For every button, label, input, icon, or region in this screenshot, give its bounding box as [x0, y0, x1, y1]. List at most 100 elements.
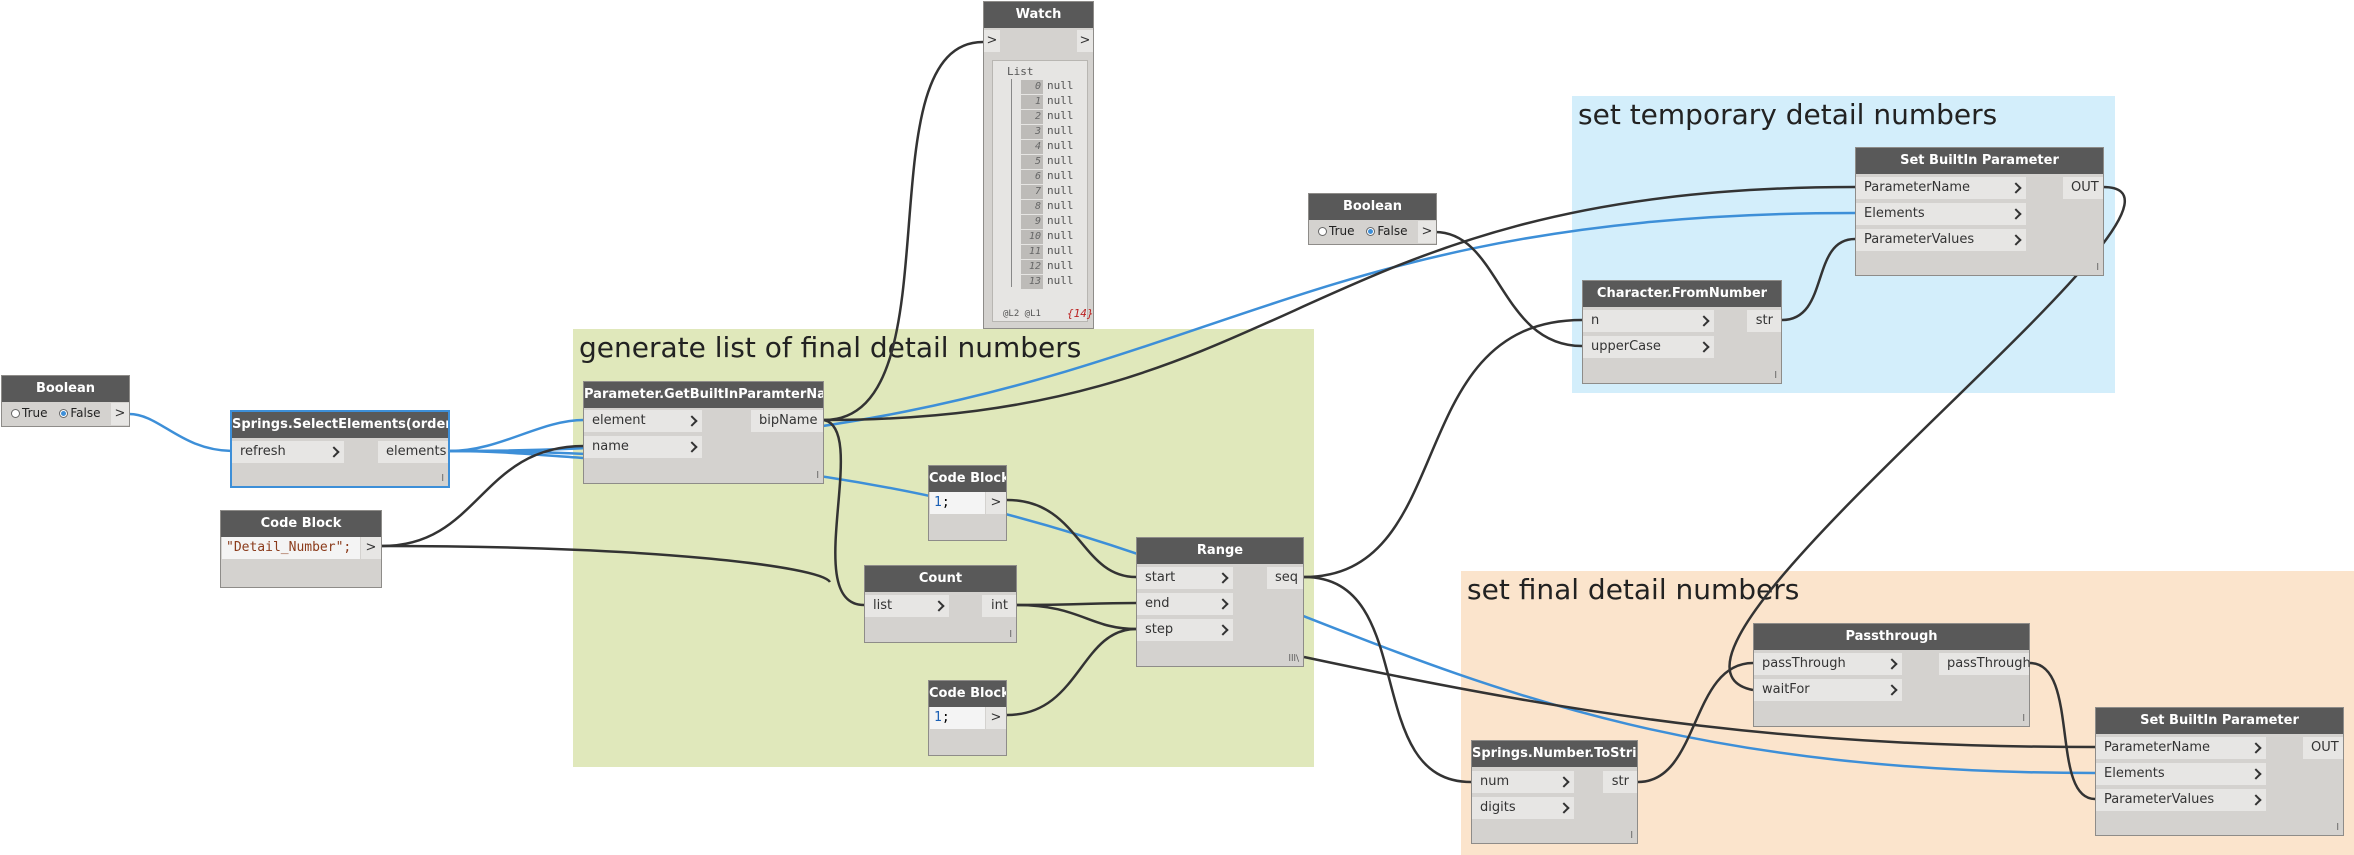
count-node[interactable]: Count list int l — [864, 565, 1017, 643]
out-output-port[interactable]: OUT — [2063, 177, 2103, 199]
watch-item-index: 12 — [1021, 260, 1043, 274]
select-elements-node[interactable]: Springs.SelectElements(ordered) refresh … — [230, 410, 450, 488]
lacing-indicator[interactable]: l — [1774, 371, 1777, 381]
str-output-port[interactable]: str — [1747, 310, 1781, 332]
refresh-input-port[interactable]: refresh — [232, 441, 344, 463]
code-terminator: ; — [941, 710, 950, 725]
output-port[interactable]: > — [111, 403, 129, 425]
code-block-one-a[interactable]: Code Block 1; > — [928, 465, 1007, 541]
boolean-node-left[interactable]: Boolean True False > — [1, 375, 130, 427]
elements-input-port[interactable]: Elements — [1856, 203, 2026, 225]
lacing-indicator[interactable]: lll\ — [1288, 654, 1299, 664]
wire-bool-to-refresh — [128, 412, 233, 453]
bipname-output-port[interactable]: bipName — [751, 410, 823, 432]
code-block-one-b[interactable]: Code Block 1; > — [928, 680, 1007, 756]
watch-item-index: 9 — [1021, 215, 1043, 229]
passthrough-node[interactable]: Passthrough passThrough waitFor passThro… — [1753, 623, 2031, 727]
str-output-port[interactable]: str — [1603, 771, 1637, 793]
passthrough-input-port[interactable]: passThrough — [1754, 653, 1902, 675]
list-tree-line — [1011, 79, 1012, 287]
get-builtin-param-name-node[interactable]: Parameter.GetBuiltInParamterName element… — [583, 381, 824, 484]
parametervalues-input-port[interactable]: ParameterValues — [2096, 789, 2266, 811]
num-input-port[interactable]: num — [1472, 771, 1574, 793]
parametername-input-port[interactable]: ParameterName — [2096, 737, 2266, 759]
code-editor[interactable]: 1; — [930, 492, 985, 514]
element-input-port[interactable]: element — [584, 410, 702, 432]
out-output-port[interactable]: OUT — [2303, 737, 2343, 759]
code-block-detail-number[interactable]: Code Block "Detail_Number"; > — [220, 510, 382, 588]
start-input-port[interactable]: start — [1137, 567, 1233, 589]
elements-input-port[interactable]: Elements — [2096, 763, 2266, 785]
list-input-port[interactable]: list — [865, 595, 949, 617]
node-title: Parameter.GetBuiltInParamterName — [584, 382, 823, 408]
watch-item-index: 6 — [1021, 170, 1043, 184]
output-port[interactable]: > — [986, 707, 1006, 729]
end-input-port[interactable]: end — [1137, 593, 1233, 615]
node-title: Set BuiltIn Parameter — [2096, 708, 2343, 734]
name-input-port[interactable]: name — [584, 436, 702, 458]
level-indicators[interactable]: @L2 @L1 — [1003, 309, 1041, 319]
range-node[interactable]: Range start end step seq lll\ — [1136, 537, 1304, 667]
output-port[interactable]: > — [361, 537, 381, 559]
digits-input-port[interactable]: digits — [1472, 797, 1574, 819]
lacing-indicator[interactable]: l — [441, 474, 444, 484]
code-editor[interactable]: "Detail_Number"; — [222, 537, 360, 559]
boolean-options: True False — [11, 406, 100, 420]
parametervalues-input-port[interactable]: ParameterValues — [1856, 229, 2026, 251]
set-builtin-parameter-bottom[interactable]: Set BuiltIn Parameter ParameterName Elem… — [2095, 707, 2344, 836]
output-port[interactable]: > — [1077, 30, 1093, 52]
node-title: Passthrough — [1754, 624, 2029, 650]
uppercase-input-port[interactable]: upperCase — [1583, 336, 1714, 358]
lacing-indicator[interactable]: l — [2096, 263, 2099, 273]
false-label: False — [1377, 224, 1408, 238]
character-from-number-node[interactable]: Character.FromNumber n upperCase str l — [1582, 280, 1782, 384]
node-title: Code Block — [929, 681, 1006, 707]
waitfor-input-port[interactable]: waitFor — [1754, 679, 1902, 701]
lacing-indicator[interactable]: l — [2022, 714, 2025, 724]
false-radio[interactable] — [1366, 227, 1376, 236]
watch-item-value: null — [1047, 139, 1074, 152]
output-port[interactable]: > — [1418, 221, 1436, 243]
watch-item-value: null — [1047, 79, 1074, 92]
node-title: Set BuiltIn Parameter — [1856, 148, 2103, 174]
n-input-port[interactable]: n — [1583, 310, 1714, 332]
lacing-indicator[interactable]: l — [2336, 823, 2339, 833]
elements-output-port[interactable]: elements — [378, 441, 448, 463]
parametername-input-port[interactable]: ParameterName — [1856, 177, 2026, 199]
seq-output-port[interactable]: seq — [1267, 567, 1303, 589]
group-title: set final detail numbers — [1467, 573, 1800, 606]
watch-item-value: null — [1047, 199, 1074, 212]
true-radio[interactable] — [1318, 227, 1327, 236]
true-radio[interactable] — [11, 409, 20, 418]
watch-item-value: null — [1047, 184, 1074, 197]
watch-item-index: 3 — [1021, 125, 1043, 139]
lacing-indicator[interactable]: l — [1009, 630, 1012, 640]
boolean-node-middle[interactable]: Boolean True False > — [1308, 193, 1437, 245]
lacing-indicator[interactable]: l — [1630, 831, 1633, 841]
watch-item-index: 8 — [1021, 200, 1043, 214]
passthrough-output-port[interactable]: passThrough — [1939, 653, 2031, 675]
watch-item-index: 2 — [1021, 110, 1043, 124]
number-tostring-node[interactable]: Springs.Number.ToString num digits str l — [1471, 740, 1638, 844]
lacing-indicator[interactable]: l — [816, 471, 819, 481]
step-input-port[interactable]: step — [1137, 619, 1233, 641]
watch-item-value: null — [1047, 154, 1074, 167]
false-radio[interactable] — [59, 409, 69, 418]
int-output-port[interactable]: int — [982, 595, 1016, 617]
watch-item: 8 null — [1021, 199, 1074, 214]
watch-item-index: 4 — [1021, 140, 1043, 154]
set-builtin-parameter-top[interactable]: Set BuiltIn Parameter ParameterName Elem… — [1855, 147, 2104, 276]
output-port[interactable]: > — [986, 492, 1006, 514]
code-editor[interactable]: 1; — [930, 707, 985, 729]
watch-item-value: null — [1047, 109, 1074, 122]
input-port[interactable]: > — [984, 30, 1000, 52]
